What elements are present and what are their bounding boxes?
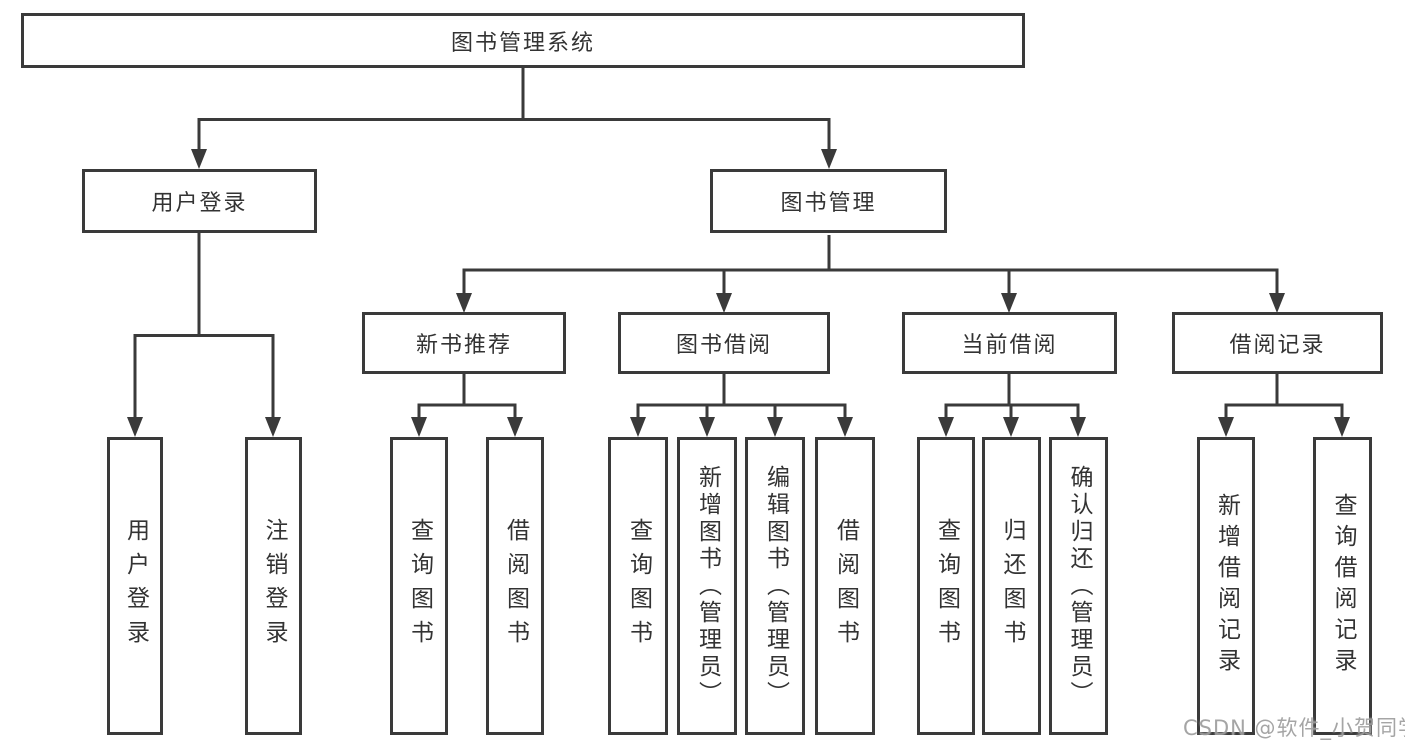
leaf-label: 查询借阅记录 [1330,493,1356,679]
leaf-add-borrow-record: 新增借阅记录 [1197,437,1255,735]
leaf-query-books-current: 查询图书 [917,437,975,735]
leaf-label: 注销登录 [261,518,287,654]
leaf-borrow-books: 借阅图书 [815,437,875,735]
node-book-management: 图书管理 [710,169,947,233]
leaf-label: 查询图书 [406,518,433,654]
node-label: 图书管理系统 [450,30,595,56]
leaf-label: 确认归还（管理员） [1066,464,1092,708]
node-user-login: 用户登录 [82,169,317,233]
node-library-system: 图书管理系统 [21,13,1025,68]
node-new-book-recommend: 新书推荐 [362,312,566,374]
tree-edges [133,68,1344,422]
node-label: 用户登录 [151,191,248,216]
leaf-label: 借阅图书 [502,518,529,654]
leaf-label: 查询图书 [625,518,652,654]
node-borrowing-records: 借阅记录 [1172,312,1383,374]
leaf-edit-books-admin: 编辑图书（管理员） [745,437,805,735]
watermark: CSDN @软件_小贺同学 [1183,716,1405,740]
leaf-query-books-borrowing: 查询图书 [608,437,668,735]
leaf-borrow-books-recommend: 借阅图书 [486,437,544,735]
node-book-borrowing: 图书借阅 [618,312,830,374]
leaf-label: 用户登录 [122,518,149,654]
node-label: 当前借阅 [961,333,1058,358]
leaf-label: 归还图书 [999,518,1025,654]
leaf-query-borrow-record: 查询借阅记录 [1313,437,1372,735]
node-current-borrowing: 当前借阅 [902,312,1117,374]
leaf-return-books: 归还图书 [982,437,1041,735]
leaf-add-books-admin: 新增图书（管理员） [677,437,737,735]
leaf-query-books-recommend: 查询图书 [390,437,448,735]
node-label: 图书管理 [780,191,877,216]
leaf-confirm-return-admin: 确认归还（管理员） [1049,437,1108,735]
leaf-label: 查询图书 [933,518,960,654]
leaf-user-login: 用户登录 [107,437,163,735]
leaf-label: 新增图书（管理员） [694,464,721,708]
node-label: 借阅记录 [1229,333,1326,358]
leaf-logout: 注销登录 [245,437,302,735]
node-label: 图书借阅 [675,333,772,358]
leaf-label: 新增借阅记录 [1213,493,1240,679]
leaf-label: 编辑图书（管理员） [762,464,789,708]
leaf-label: 借阅图书 [832,518,859,654]
node-label: 新书推荐 [415,333,512,358]
